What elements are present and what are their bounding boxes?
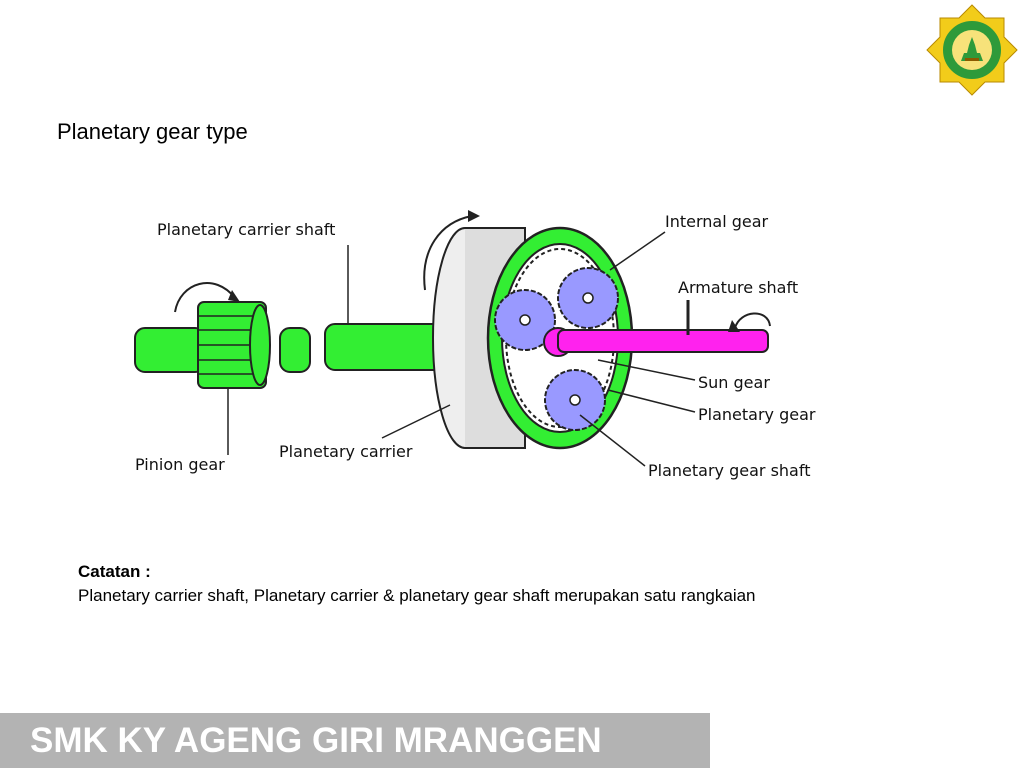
label-sun-gear: Sun gear	[698, 373, 770, 392]
pinion-shaft-left	[134, 327, 206, 373]
school-logo	[926, 4, 1018, 96]
label-pinion-gear: Pinion gear	[135, 455, 225, 474]
planetary-carrier-shaft	[324, 323, 451, 371]
label-planetary-carrier-shaft: Planetary carrier shaft	[157, 220, 336, 239]
note-text: Planetary carrier shaft, Planetary carri…	[78, 586, 756, 605]
slide-title: Planetary gear type	[57, 119, 248, 144]
planetary-gear-upper-right	[557, 267, 619, 329]
footer-text: SMK KY AGENG GIRI MRANGGEN	[30, 721, 602, 760]
label-planetary-gear: Planetary gear	[698, 405, 816, 424]
armature-shaft	[557, 329, 769, 353]
planetary-gear-lower	[544, 369, 606, 431]
planetary-gear-diagram	[134, 210, 771, 467]
note-block: Catatan : Planetary carrier shaft, Plane…	[78, 560, 756, 608]
label-armature-shaft: Armature shaft	[678, 278, 799, 297]
pinion-gear	[197, 301, 271, 389]
label-internal-gear: Internal gear	[665, 212, 769, 231]
footer-bar: SMK KY AGENG GIRI MRANGGEN	[0, 713, 710, 768]
planetary-gear-upper-left	[494, 289, 556, 351]
note-heading: Catatan :	[78, 562, 151, 581]
label-planetary-gear-shaft: Planetary gear shaft	[648, 461, 811, 480]
pinion-shaft-right	[279, 327, 311, 373]
label-planetary-carrier: Planetary carrier	[279, 442, 413, 461]
